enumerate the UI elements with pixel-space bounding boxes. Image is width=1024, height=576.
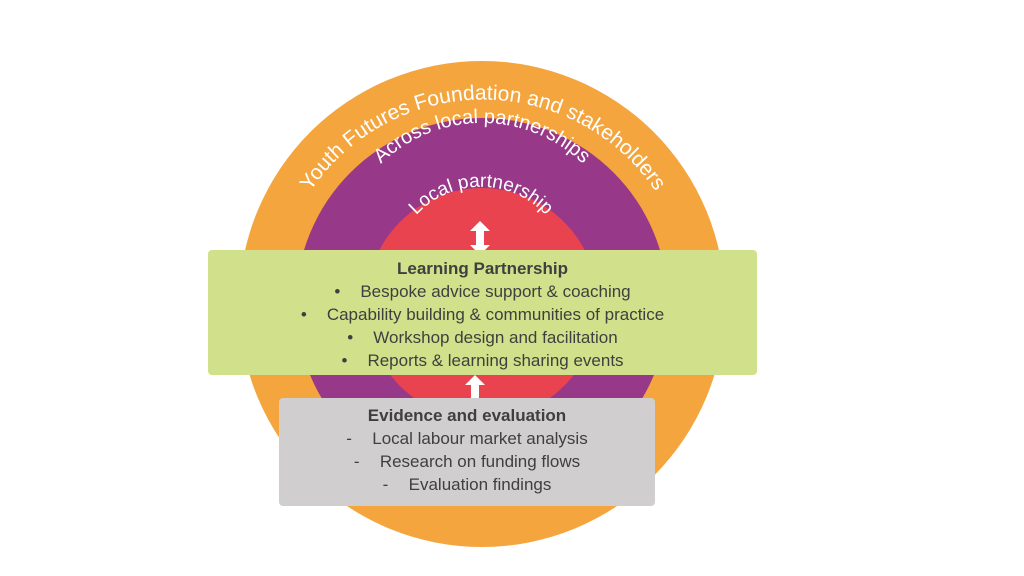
bullet-icon: •	[300, 305, 307, 324]
bullet-icon: •	[347, 328, 354, 347]
bullet-icon: •	[341, 351, 348, 370]
evidence-evaluation-title: Evidence and evaluation	[367, 406, 567, 425]
learning-partnership-item: •Capability building & communities of pr…	[300, 305, 665, 324]
evidence-evaluation-box: Evidence and evaluation -Local labour ma…	[279, 398, 655, 506]
bullet-icon: •	[334, 282, 341, 301]
learning-partnership-item: •Reports & learning sharing events	[341, 351, 624, 370]
evidence-evaluation-item: -Local labour market analysis	[346, 429, 588, 448]
dash-icon: -	[353, 452, 360, 471]
learning-partnership-title: Learning Partnership	[397, 259, 568, 278]
double-arrow-icon	[470, 221, 490, 255]
evidence-evaluation-item: -Research on funding flows	[353, 452, 581, 471]
evidence-evaluation-item: -Evaluation findings	[382, 475, 552, 494]
learning-partnership-item: •Bespoke advice support & coaching	[334, 282, 631, 301]
learning-partnership-item: •Workshop design and facilitation	[347, 328, 618, 347]
learning-partnership-box: Learning Partnership •Bespoke advice sup…	[208, 250, 757, 375]
dash-icon: -	[382, 475, 389, 494]
dash-icon: -	[346, 429, 352, 448]
